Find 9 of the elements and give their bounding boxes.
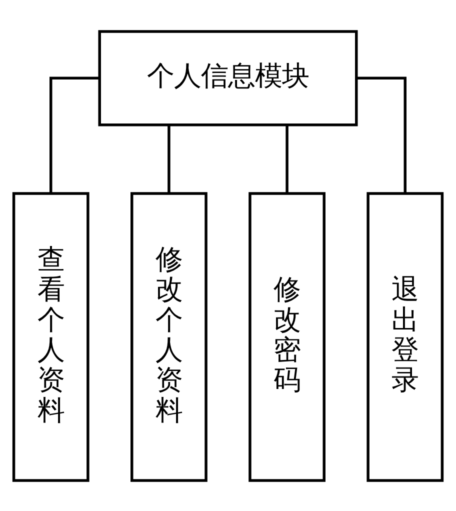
node-box: 个人信息模块 (98, 30, 358, 126)
node-box: 查看个人资料 (12, 192, 90, 482)
connector (50, 76, 100, 193)
node-box: 修改个人资料 (130, 192, 208, 482)
connector (356, 76, 406, 193)
connector (168, 124, 170, 193)
node-box: 退出登录 (366, 192, 444, 482)
node-box: 修改密码 (248, 192, 326, 482)
connector (286, 124, 288, 193)
